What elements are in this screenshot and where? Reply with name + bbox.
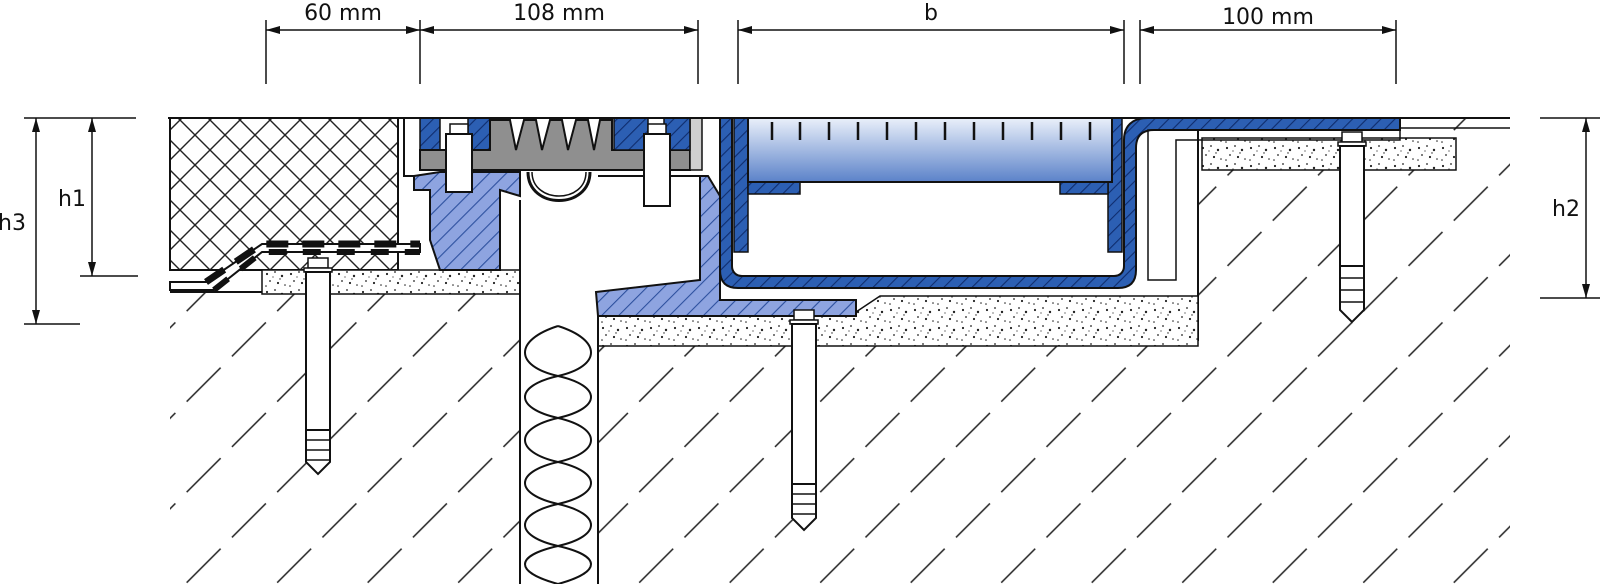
dimension-h1: h1 xyxy=(58,187,86,212)
anchor-bolt-right xyxy=(1337,131,1367,324)
concrete-substrate xyxy=(170,118,1510,584)
anchor-bolt-right-profile xyxy=(643,123,671,207)
insulation-filler xyxy=(524,325,592,584)
dimension-h3: h3 xyxy=(0,211,26,236)
anchor-bolt-center xyxy=(789,309,819,532)
rubber-gasket xyxy=(419,117,703,202)
dimension-108mm: 108 mm xyxy=(513,1,605,26)
grate-slots xyxy=(770,122,1092,140)
right-height-dimension: h2 xyxy=(1540,117,1600,299)
sealing-membrane xyxy=(169,240,421,293)
anchor-bolt-left-profile xyxy=(445,123,473,193)
right-profile xyxy=(594,117,857,317)
drainage-channel xyxy=(710,117,1401,289)
floor-surface-right xyxy=(1400,117,1510,129)
dimension-60mm: 60 mm xyxy=(304,1,382,26)
left-height-dimensions: h1 h3 xyxy=(0,117,138,325)
joint-gap xyxy=(519,200,599,584)
anchor-bolt-left xyxy=(303,257,333,476)
dimension-b: b xyxy=(924,1,938,26)
dimension-h2: h2 xyxy=(1552,197,1580,222)
slotted-grate xyxy=(747,117,1113,183)
top-dimensions: 60 mm 108 mm b 100 mm xyxy=(265,1,1397,84)
dimension-100mm: 100 mm xyxy=(1222,5,1314,30)
